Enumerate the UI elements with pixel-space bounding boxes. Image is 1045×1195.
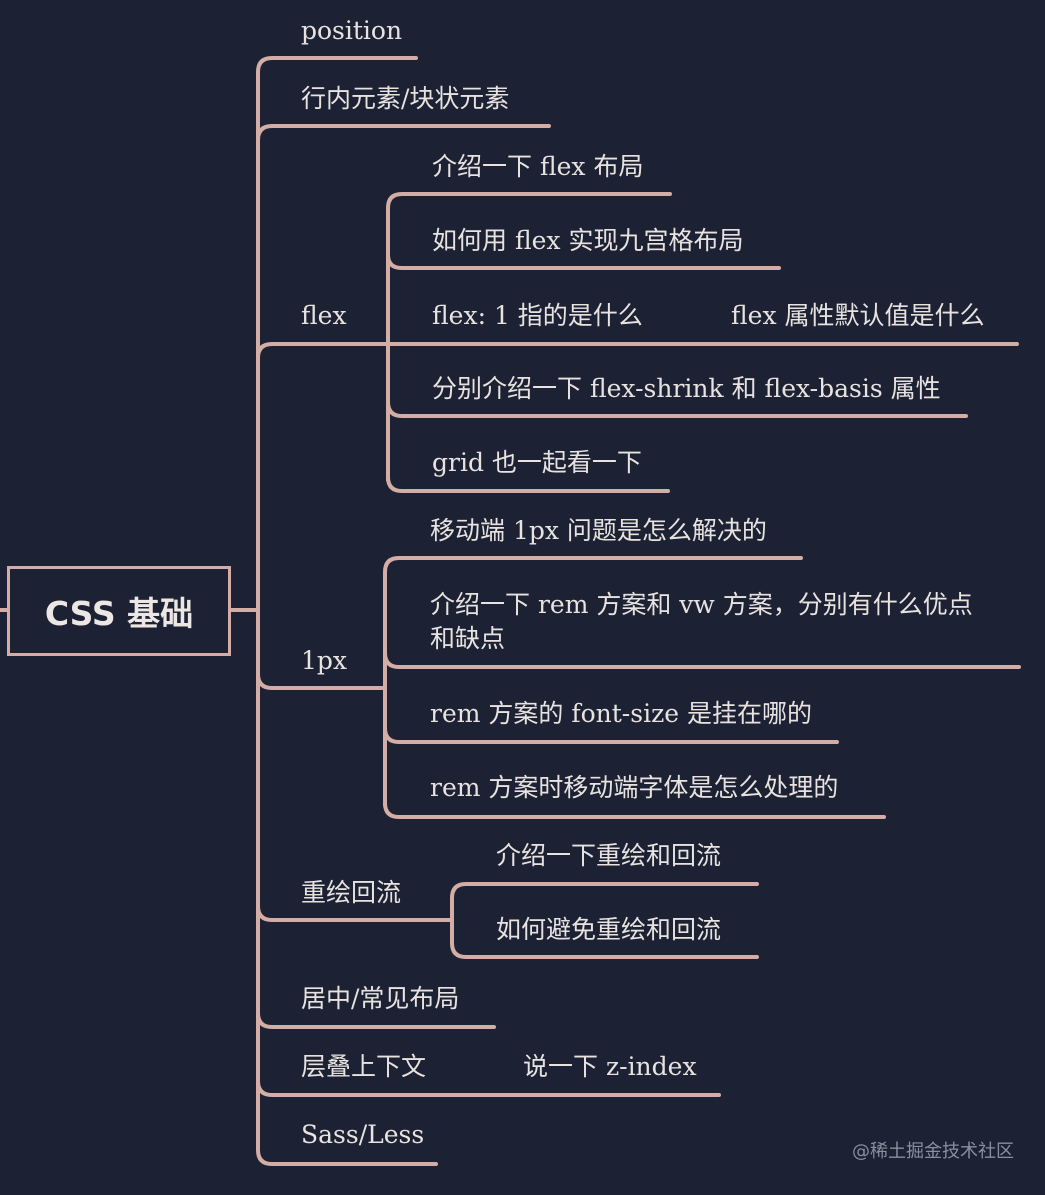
node-rem-vw: 介绍一下 rem 方案和 vw 方案，分别有什么优点 bbox=[430, 590, 973, 619]
node-flex-intro: 介绍一下 flex 布局 bbox=[432, 152, 644, 181]
node-flex-grid9: 如何用 flex 实现九宫格布局 bbox=[432, 226, 744, 255]
node-flex: flex bbox=[301, 301, 347, 330]
node-flex-shrink-basis: 分别介绍一下 flex-shrink 和 flex-basis 属性 bbox=[432, 374, 941, 403]
root-node: CSS 基础 bbox=[7, 566, 231, 656]
node-repaint: 重绘回流 bbox=[301, 878, 402, 907]
node-zindex: 说一下 z-index bbox=[523, 1052, 697, 1081]
node-position: position bbox=[301, 16, 403, 45]
node-layout: 居中/常见布局 bbox=[301, 984, 460, 1013]
node-flex-default: flex 属性默认值是什么 bbox=[731, 301, 985, 330]
node-repaint-intro: 介绍一下重绘和回流 bbox=[496, 841, 722, 870]
node-sass: Sass/Less bbox=[301, 1120, 425, 1149]
node-grid: grid 也一起看一下 bbox=[432, 448, 642, 477]
node-flex-1: flex: 1 指的是什么 bbox=[432, 301, 643, 330]
node-1px: 1px bbox=[301, 646, 348, 675]
node-rem-font: rem 方案时移动端字体是怎么处理的 bbox=[430, 773, 839, 802]
node-stacking: 层叠上下文 bbox=[301, 1052, 427, 1081]
node-repaint-avoid: 如何避免重绘和回流 bbox=[496, 915, 722, 944]
node-rem-vw-cont: 和缺点 bbox=[430, 624, 506, 653]
node-1px-mobile: 移动端 1px 问题是怎么解决的 bbox=[430, 516, 767, 545]
watermark: @稀土掘金技术社区 bbox=[852, 1141, 1014, 1162]
node-rem-fontsize: rem 方案的 font-size 是挂在哪的 bbox=[430, 699, 812, 728]
node-inline-block: 行内元素/块状元素 bbox=[301, 84, 510, 113]
